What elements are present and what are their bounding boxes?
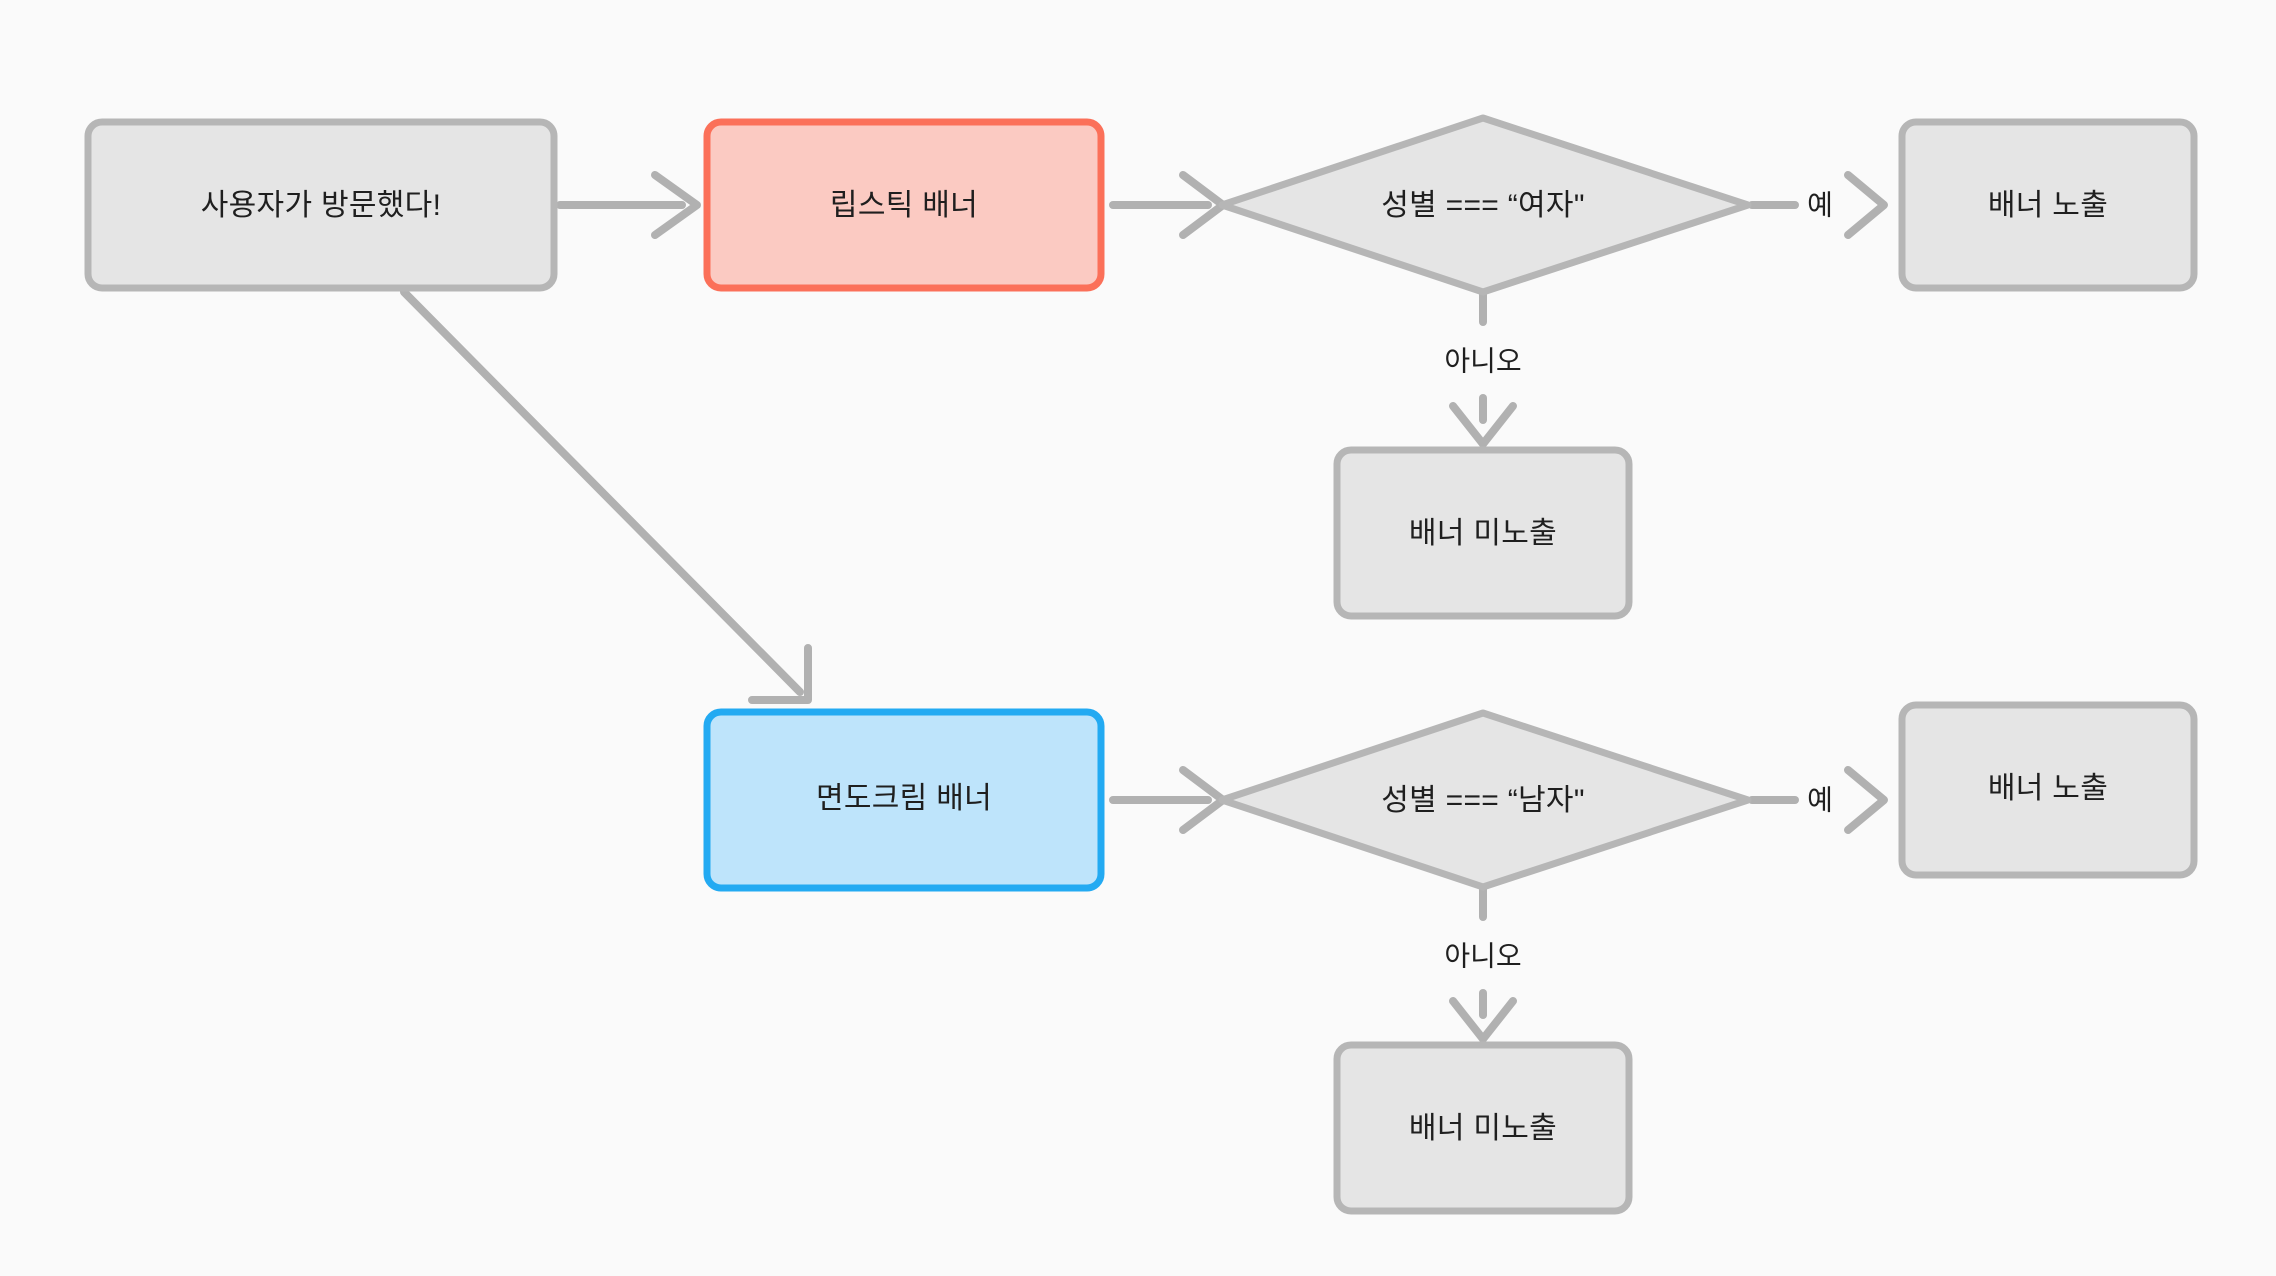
edge-start-to-lipstick (556, 171, 701, 239)
node-show-banner-male-shape[interactable] (1898, 701, 2198, 879)
node-start-label: 사용자가 방문했다! (201, 189, 441, 222)
edge-decision-male-yes (1748, 766, 1888, 834)
node-hide-banner-female-shape[interactable] (1333, 446, 1633, 620)
node-lipstick-banner[interactable]: 립스틱 배너 (703, 118, 1105, 292)
node-shaving-banner-shape[interactable] (703, 708, 1105, 892)
node-decision-female[interactable]: 성별 === “여자" (1218, 114, 1752, 296)
node-lipstick-banner-shape[interactable] (703, 118, 1105, 292)
node-hide-banner-male[interactable]: 배너 미노출 (1333, 1041, 1633, 1215)
edge-label-no-bottom: 아니오 (1444, 940, 1521, 971)
node-show-banner-female-shape[interactable] (1898, 118, 2198, 292)
edge-decision-female-yes (1748, 171, 1888, 239)
node-decision-male[interactable]: 성별 === “남자" (1218, 709, 1752, 891)
edge-shaving-to-decision-male (1109, 766, 1227, 834)
node-shaving-banner-label: 면도크림 배너 (816, 782, 992, 815)
node-show-banner-female-label: 배너 노출 (1988, 189, 2108, 222)
node-hide-banner-male-shape[interactable] (1333, 1041, 1633, 1215)
node-hide-banner-female[interactable]: 배너 미노출 (1333, 446, 1633, 620)
edge-label-yes-top: 예 (1807, 189, 1833, 220)
node-show-banner-male[interactable]: 배너 노출 (1898, 701, 2198, 879)
edge-label-yes-bottom: 예 (1807, 784, 1833, 815)
node-show-banner-female[interactable]: 배너 노출 (1898, 118, 2198, 292)
node-show-banner-male-label: 배너 노출 (1988, 772, 2108, 805)
node-decision-male-label: 성별 === “남자" (1381, 784, 1585, 817)
node-start-shape[interactable] (84, 118, 558, 292)
node-hide-banner-female-label: 배너 미노출 (1409, 517, 1557, 550)
edge-start-to-shaving (400, 288, 812, 704)
node-hide-banner-male-label: 배너 미노출 (1409, 1112, 1557, 1145)
node-decision-female-shape[interactable] (1218, 114, 1752, 296)
node-shaving-banner[interactable]: 면도크림 배너 (703, 708, 1105, 892)
node-decision-female-label: 성별 === “여자" (1381, 189, 1585, 222)
node-decision-male-shape[interactable] (1218, 709, 1752, 891)
edge-lipstick-to-decision-female (1109, 171, 1227, 239)
node-start[interactable]: 사용자가 방문했다! (84, 118, 558, 292)
node-lipstick-banner-label: 립스틱 배너 (830, 189, 978, 222)
edge-label-no-top: 아니오 (1444, 345, 1521, 376)
